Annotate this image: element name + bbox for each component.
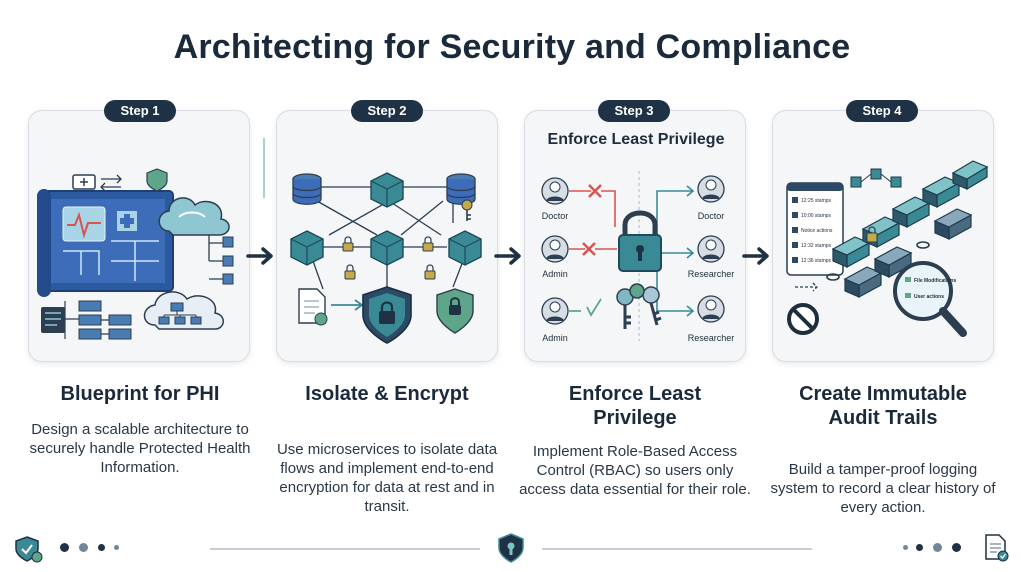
magnifier-icon: File Modifications User actions <box>893 261 967 337</box>
keys-icon <box>616 283 662 329</box>
shield-lock-icon <box>498 533 524 563</box>
database-icon <box>292 173 322 205</box>
shield-lock-icon <box>362 286 412 344</box>
no-entry-icon <box>787 303 819 335</box>
step-1-badge: Step 1 <box>104 100 176 122</box>
magnifier-line: File Modifications <box>914 278 956 284</box>
log-entry: 10:00 stamps <box>801 213 832 219</box>
step-3-panel: Enforce Least Privilege <box>524 110 746 362</box>
step-4-description: Build a tamper-proof logging system to r… <box>770 461 996 516</box>
step-3-badge: Step 3 <box>598 100 670 122</box>
log-entry: 12:32 stamps <box>801 243 832 249</box>
doctor-avatar-icon <box>541 177 569 205</box>
lock-icon <box>866 226 878 243</box>
cube-icon <box>290 230 324 266</box>
footer-dot <box>952 543 961 552</box>
role-label: Doctor <box>542 211 569 221</box>
footer-divider <box>542 548 812 550</box>
microservices-illustration <box>290 172 482 344</box>
researcher-avatar-icon <box>697 235 725 263</box>
step-4-heading: Create Immutable Audit Trails <box>799 383 967 429</box>
footer-dot <box>98 544 105 551</box>
log-entry: 12:36 stamps <box>801 258 832 264</box>
step-1-description: Design a scalable architecture to secure… <box>29 421 251 476</box>
log-entry: Notice actions <box>801 228 833 234</box>
database-key-icon <box>446 173 476 221</box>
footer-dot <box>60 543 69 552</box>
role-label: Admin <box>542 333 568 343</box>
step-3-description: Implement Role-Based Access Control (RBA… <box>519 443 751 498</box>
footer-dot <box>114 545 119 550</box>
step-2-heading: Isolate & Encrypt <box>305 383 469 405</box>
shield-icon <box>146 168 168 192</box>
log-window: 12:25 stamps 10:00 stamps Notice actions… <box>786 182 844 276</box>
rbac-illustration: Doctor Admin Admin Doctor Researcher Res… <box>541 171 735 343</box>
footer-dot <box>79 543 88 552</box>
deny-icon <box>582 184 602 256</box>
step-2-badge: Step 2 <box>351 100 423 122</box>
magnifier-line: User actions <box>914 294 944 300</box>
step-2-panel <box>276 110 498 362</box>
divider <box>263 138 265 198</box>
role-label: Researcher <box>688 333 735 343</box>
admin-avatar-icon <box>541 297 569 325</box>
document-check-icon <box>985 534 1009 562</box>
document-icon <box>298 288 328 326</box>
step-3-heading: Enforce Least Privilege <box>568 383 702 429</box>
role-label: Doctor <box>698 211 725 221</box>
shield-check-icon <box>15 536 43 563</box>
footer-dot <box>933 543 942 552</box>
admin-avatar-icon <box>541 235 569 263</box>
researcher-avatar-icon <box>697 295 725 323</box>
arrow-right-icon <box>742 247 769 265</box>
role-label: Researcher <box>688 269 735 279</box>
blueprint-illustration <box>37 168 234 340</box>
shield-lock-icon <box>436 288 474 334</box>
doctor-avatar-icon <box>697 175 725 203</box>
padlock-icon <box>618 210 662 272</box>
log-entry: 12:25 stamps <box>801 198 832 204</box>
step-2-description: Use microservices to isolate data flows … <box>276 441 498 515</box>
arrow-right-icon <box>246 247 273 265</box>
footer-divider <box>210 548 480 550</box>
panel-caption: Enforce Least Privilege <box>547 131 725 148</box>
lock-icon <box>342 242 436 280</box>
step-1-heading: Blueprint for PHI <box>60 383 220 405</box>
page-title: Architecting for Security and Compliance <box>173 28 851 66</box>
step-4-panel: 12:25 stamps 10:00 stamps Notice actions… <box>772 110 994 362</box>
cube-icon <box>448 230 482 266</box>
blueprint-icon <box>37 189 174 297</box>
footer-dot <box>903 545 908 550</box>
cube-icon <box>370 172 404 208</box>
step-4-badge: Step 4 <box>846 100 918 122</box>
role-label: Admin <box>542 269 568 279</box>
arrow-right-icon <box>494 247 521 265</box>
step-1-panel <box>28 110 250 362</box>
cube-icon <box>370 230 404 266</box>
cloud-icon <box>158 197 230 236</box>
audit-trail-illustration: 12:25 stamps 10:00 stamps Notice actions… <box>786 160 989 337</box>
footer-dot <box>916 544 923 551</box>
